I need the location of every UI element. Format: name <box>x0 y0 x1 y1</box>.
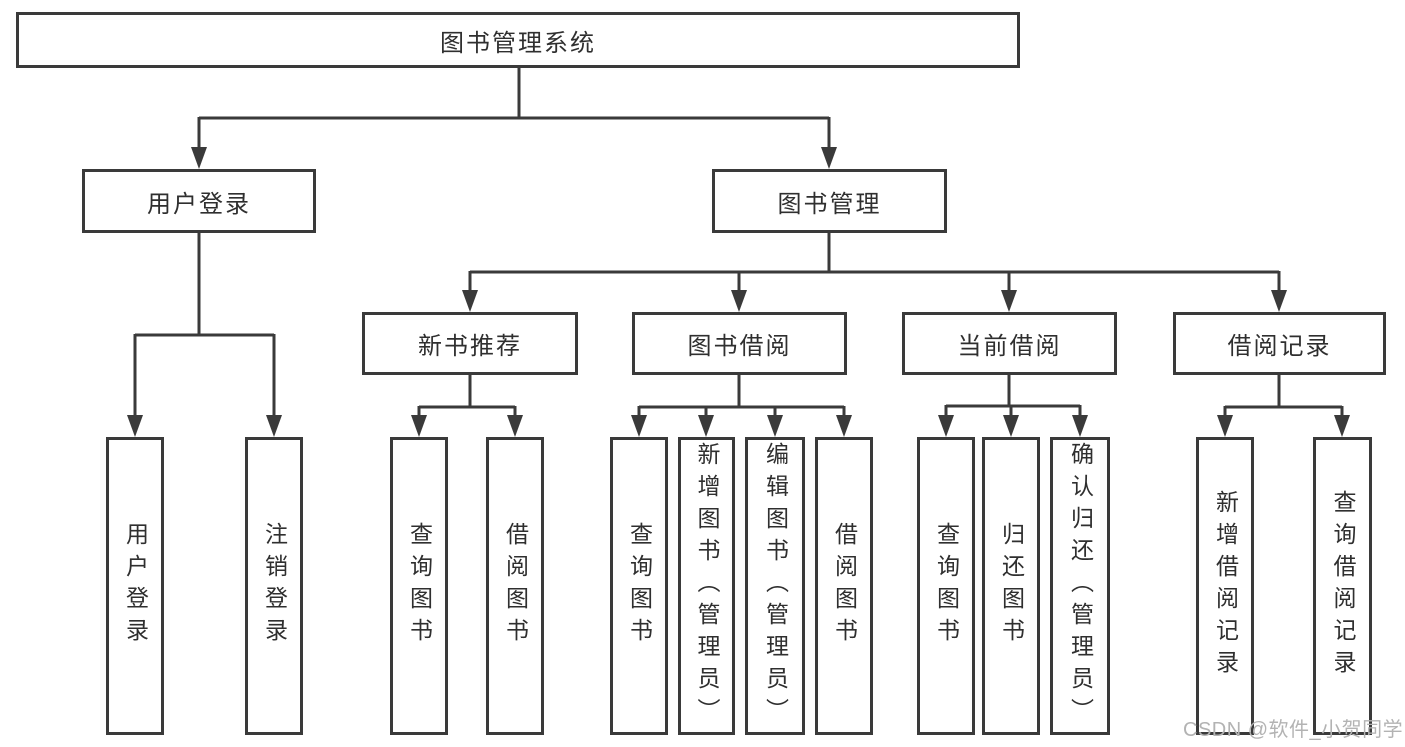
node-library-system: 图书管理系统 <box>16 12 1020 68</box>
node-book-management-label: 图书管理 <box>777 190 882 218</box>
node-book-management: 图书管理 <box>712 169 947 233</box>
node-borrow-records-label: 借阅记录 <box>1227 333 1332 360</box>
node-new-book-recommend-label: 新书推荐 <box>418 333 522 360</box>
leaf-bb-borrow-books-label: 借阅图书 <box>831 522 858 650</box>
leaf-bb-borrow-books: 借阅图书 <box>815 437 873 735</box>
leaf-nbr-query-books-label: 查询图书 <box>406 522 433 650</box>
leaf-bb-edit-books-admin: 编辑图书（管理员） <box>745 437 805 735</box>
node-library-system-label: 图书管理系统 <box>440 29 596 57</box>
leaf-nbr-borrow-books-label: 借阅图书 <box>502 522 529 650</box>
leaf-logout-login: 注销登录 <box>245 437 303 735</box>
leaf-cb-confirm-return-admin-label: 确认归还（管理员） <box>1067 442 1094 730</box>
node-user-login-label: 用户登录 <box>147 190 251 218</box>
leaf-bb-add-books-admin-label: 新增图书（管理员） <box>694 442 720 730</box>
leaf-br-query-record-label: 查询借阅记录 <box>1330 490 1356 682</box>
leaf-cb-return-books: 归还图书 <box>982 437 1040 735</box>
leaf-nbr-query-books: 查询图书 <box>390 437 448 735</box>
leaf-logout-login-label: 注销登录 <box>261 522 288 650</box>
leaf-br-add-record-label: 新增借阅记录 <box>1212 490 1239 682</box>
leaf-bb-add-books-admin: 新增图书（管理员） <box>678 437 735 735</box>
leaf-bb-query-books: 查询图书 <box>610 437 668 735</box>
node-book-borrow-label: 图书借阅 <box>687 333 792 360</box>
leaf-br-add-record: 新增借阅记录 <box>1196 437 1254 735</box>
watermark: CSDN @软件_小贺同学 <box>1183 719 1404 741</box>
node-user-login: 用户登录 <box>82 169 316 233</box>
node-current-borrow: 当前借阅 <box>902 312 1117 375</box>
leaf-user-login-label: 用户登录 <box>122 522 149 650</box>
leaf-nbr-borrow-books: 借阅图书 <box>486 437 544 735</box>
leaf-bb-query-books-label: 查询图书 <box>626 522 653 650</box>
node-current-borrow-label: 当前借阅 <box>957 333 1062 360</box>
leaf-cb-query-books: 查询图书 <box>917 437 975 735</box>
leaf-cb-confirm-return-admin: 确认归还（管理员） <box>1050 437 1110 735</box>
node-new-book-recommend: 新书推荐 <box>362 312 578 375</box>
leaf-user-login: 用户登录 <box>106 437 164 735</box>
node-book-borrow: 图书借阅 <box>632 312 847 375</box>
leaf-br-query-record: 查询借阅记录 <box>1313 437 1372 735</box>
leaf-bb-edit-books-admin-label: 编辑图书（管理员） <box>762 442 789 730</box>
leaf-cb-query-books-label: 查询图书 <box>933 522 960 650</box>
node-borrow-records: 借阅记录 <box>1173 312 1386 375</box>
leaf-cb-return-books-label: 归还图书 <box>998 522 1025 650</box>
